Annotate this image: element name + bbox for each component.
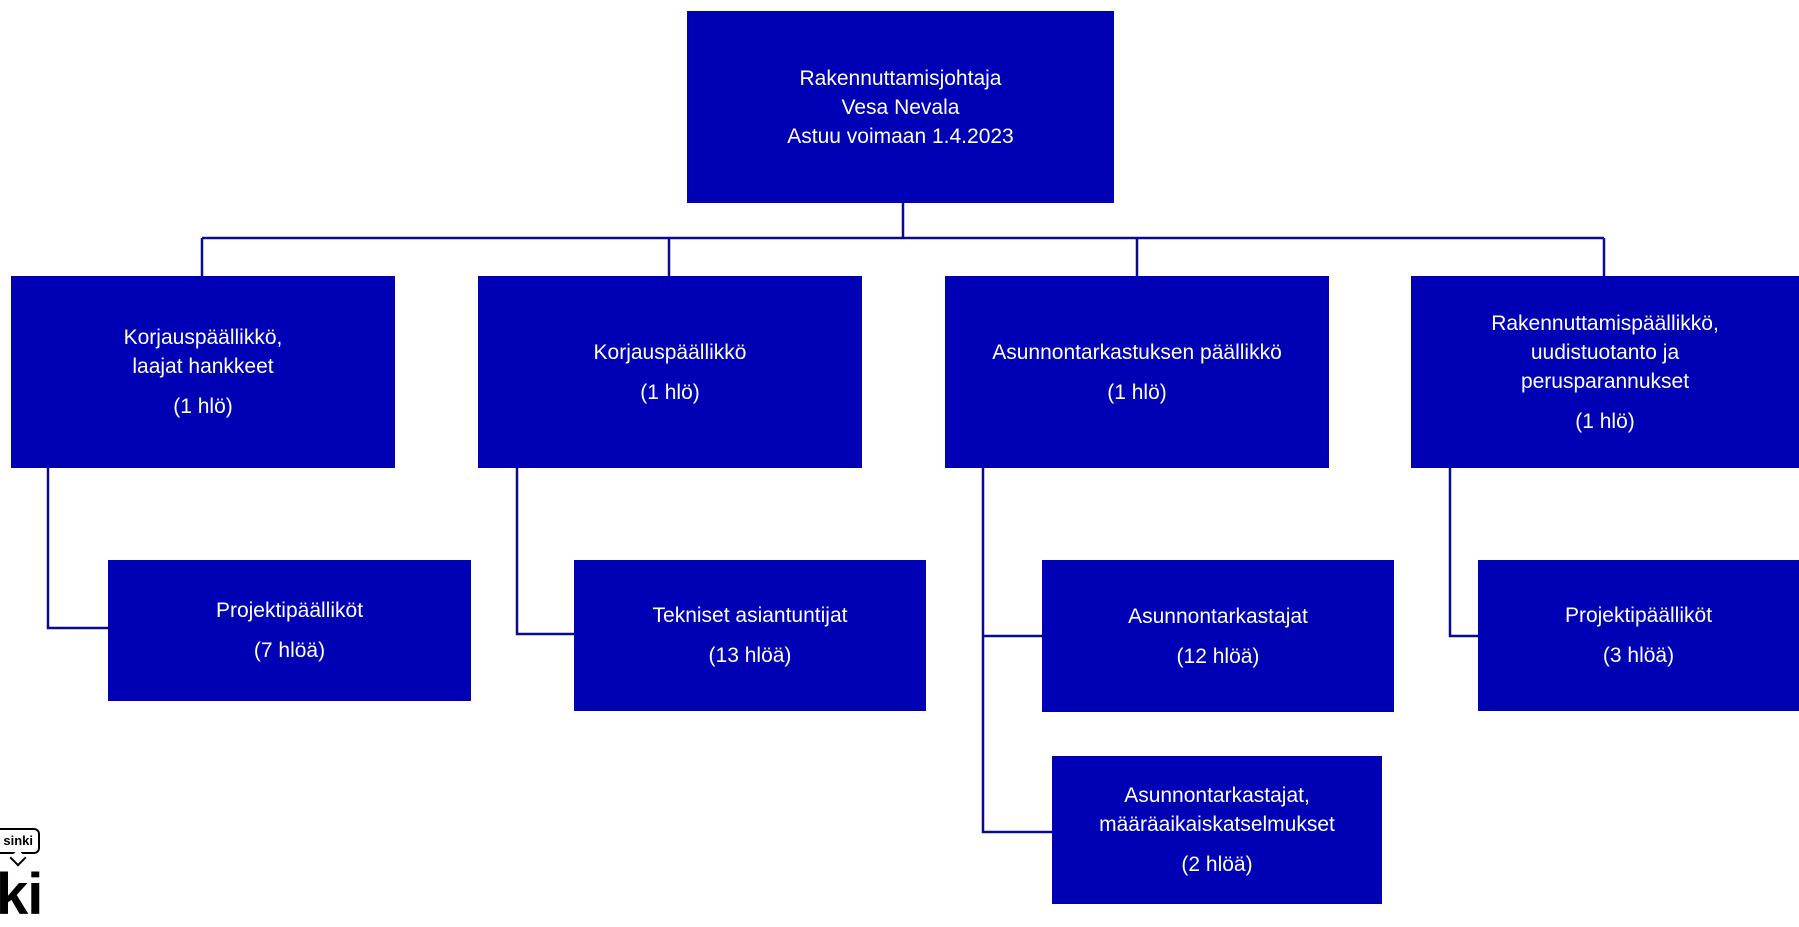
connector-manager1-team1: [46, 468, 108, 630]
connector-manager2-team2: [515, 468, 574, 636]
manager-2-count: (1 hlö): [640, 380, 700, 404]
team-box-2: Tekniset asiantuntijat (13 hlöä): [574, 560, 926, 711]
manager-box-3: Asunnontarkastuksen päällikkö (1 hlö): [945, 276, 1329, 468]
team-4-count: (2 hlöä): [1181, 853, 1253, 876]
manager-4-line3: perusparannukset: [1520, 369, 1690, 393]
team-2-label: Tekniset asiantuntijat: [652, 604, 848, 627]
manager-1-line1: Korjauspäällikkö,: [123, 326, 283, 349]
connector-manager3-team3-4: [981, 468, 1052, 834]
manager-box-2: Korjauspäällikkö (1 hlö): [478, 276, 862, 468]
org-connectors: [46, 203, 1606, 834]
logo-wordmark: ki: [0, 862, 43, 927]
helsinki-logo: sinki ki: [0, 828, 60, 924]
team-3-count: (12 hlöä): [1176, 644, 1260, 668]
manager-box-4: Rakennuttamispäällikkö, uudistuotanto ja…: [1411, 276, 1799, 468]
team-box-3: Asunnontarkastajat (12 hlöä): [1042, 560, 1394, 712]
director-note: Astuu voimaan 1.4.2023: [787, 124, 1014, 148]
manager-4-line1: Rakennuttamispäällikkö,: [1491, 311, 1719, 335]
team-box-5: Projektipäälliköt (3 hlöä): [1478, 560, 1799, 711]
manager-4-count: (1 hlö): [1575, 409, 1635, 433]
connector-manager4-team5: [1448, 468, 1478, 638]
team-1-count: (7 hlöä): [253, 639, 326, 662]
manager-3-count: (1 hlö): [1107, 380, 1167, 404]
director-name: Vesa Nevala: [841, 95, 960, 119]
manager-1-count: (1 hlö): [173, 395, 233, 418]
team-5-label: Projektipäälliköt: [1564, 604, 1713, 627]
team-4-label2: määräaikaiskatselmukset: [1099, 813, 1335, 836]
team-2-count: (13 hlöä): [708, 644, 792, 667]
director-box: Rakennuttamisjohtaja Vesa Nevala Astuu v…: [687, 11, 1114, 203]
manager-4-line2: uudistuotanto ja: [1530, 340, 1680, 364]
team-3-label: Asunnontarkastajat: [1128, 604, 1308, 628]
team-box-1: Projektipäälliköt (7 hlöä): [108, 560, 471, 701]
manager-3-line1: Asunnontarkastuksen päällikkö: [992, 340, 1282, 364]
team-box-4: Asunnontarkastajat, määräaikaiskatselmuk…: [1052, 756, 1382, 904]
manager-box-1: Korjauspäällikkö, laajat hankkeet (1 hlö…: [11, 276, 395, 468]
team-5-count: (3 hlöä): [1602, 644, 1675, 667]
director-title: Rakennuttamisjohtaja: [799, 66, 1002, 90]
logo-speech-bubble: sinki: [0, 828, 40, 854]
manager-2-line1: Korjauspäällikkö: [593, 340, 747, 364]
team-4-label: Asunnontarkastajat,: [1124, 784, 1310, 807]
manager-1-line2: laajat hankkeet: [132, 355, 274, 378]
team-1-label: Projektipäälliköt: [215, 599, 364, 622]
